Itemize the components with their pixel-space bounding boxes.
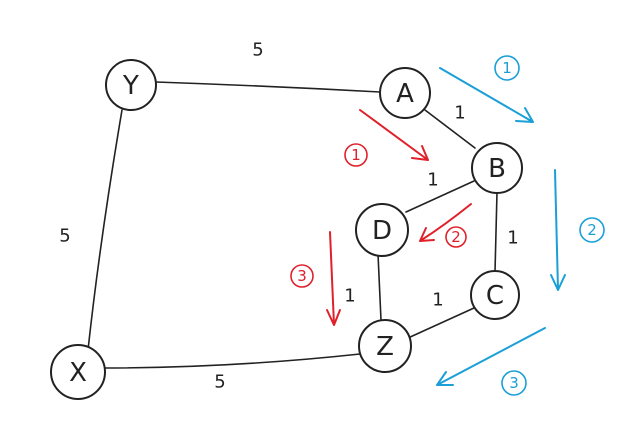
- edge-d-z: [377, 253, 382, 321]
- weight-y-a: 5: [252, 40, 263, 61]
- svg-text:D: D: [372, 216, 392, 246]
- weight-d-z: 1: [344, 286, 355, 307]
- weight-b-d: 1: [427, 170, 438, 191]
- red-arrows: [290, 109, 472, 326]
- svg-text:X: X: [69, 358, 87, 388]
- node-z: Z: [358, 319, 412, 373]
- edge-b-c: [494, 191, 498, 273]
- blue-step-3: 3: [509, 374, 519, 392]
- red-arrow-2: [419, 203, 472, 242]
- svg-text:Z: Z: [376, 332, 394, 362]
- blue-arrow-3: [436, 327, 546, 386]
- edge-c-z: [407, 307, 475, 339]
- node-y: Y: [105, 59, 157, 111]
- node-c: C: [470, 270, 520, 320]
- node-a: A: [379, 67, 431, 119]
- red-arrow-1: [359, 109, 429, 161]
- edge-y-x: [87, 109, 123, 351]
- weight-c-z: 1: [432, 290, 443, 311]
- red-arrow-3: [326, 231, 341, 326]
- blue-step-1: 1: [502, 59, 512, 77]
- node-b: B: [471, 142, 523, 194]
- red-step-1: 1: [351, 146, 361, 164]
- svg-text:A: A: [396, 79, 414, 109]
- blue-step-2: 2: [587, 221, 597, 239]
- weight-y-x: 5: [59, 226, 70, 247]
- weight-a-b: 1: [454, 103, 465, 124]
- weight-x-z: 5: [214, 372, 225, 393]
- weight-b-c: 1: [507, 228, 518, 249]
- node-x: X: [50, 344, 106, 400]
- red-step-2: 2: [451, 228, 461, 246]
- blue-arrow-2: [550, 169, 566, 291]
- svg-text:C: C: [486, 281, 504, 311]
- blue-arrow-1: [439, 67, 534, 123]
- edge-b-d: [405, 180, 475, 213]
- blue-arrows: [436, 55, 605, 396]
- edge-x-z: [103, 353, 361, 369]
- red-step-3: 3: [297, 267, 307, 285]
- edge-a-b: [424, 109, 476, 149]
- edge-y-a: [155, 81, 381, 93]
- svg-text:B: B: [488, 154, 506, 184]
- node-d: D: [355, 203, 409, 257]
- svg-text:Y: Y: [122, 71, 139, 101]
